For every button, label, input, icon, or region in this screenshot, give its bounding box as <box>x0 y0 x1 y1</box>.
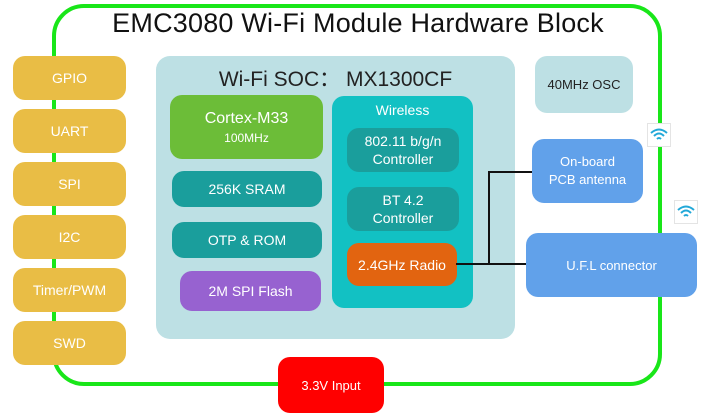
onboard-antenna-line2: PCB antenna <box>548 172 627 187</box>
interface-spi: SPI <box>13 162 126 206</box>
cpu-name: Cortex-M33 <box>204 109 289 127</box>
radio-block: 2.4GHz Radio <box>347 243 457 286</box>
wifi-controller-line2: Controller <box>372 151 434 167</box>
power-input-block: 3.3V Input <box>278 357 384 413</box>
cpu-frequency: 100MHz <box>224 130 269 145</box>
diagram-title: EMC3080 Wi-Fi Module Hardware Block <box>112 8 604 38</box>
wireless-title: Wireless <box>375 102 430 118</box>
otp-rom-block: OTP & ROM <box>172 222 322 258</box>
spi-flash-block: 2M SPI Flash <box>180 271 321 311</box>
cpu-block: Cortex-M33 100MHz <box>170 95 323 159</box>
onboard-antenna-block: On-board PCB antenna <box>532 139 643 203</box>
interface-swd: SWD <box>13 321 126 365</box>
bt-controller-line1: BT 4.2 <box>382 192 424 208</box>
wifi-signal-icon <box>674 200 698 224</box>
radio-to-antenna-wire-horizontal <box>488 171 532 173</box>
interface-timer-pwm: Timer/PWM <box>13 268 126 312</box>
sram-block: 256K SRAM <box>172 171 322 207</box>
wifi-signal-icon <box>647 123 671 147</box>
wifi-controller-block: 802.11 b/g/n Controller <box>347 128 459 172</box>
wifi-controller-line1: 802.11 b/g/n <box>364 133 442 149</box>
oscillator-block: 40MHz OSC <box>535 56 633 113</box>
bt-controller-block: BT 4.2 Controller <box>347 187 459 231</box>
radio-to-antenna-wire-vertical <box>488 171 490 265</box>
soc-title: Wi-Fi SOC： MX1300CF <box>218 68 453 91</box>
onboard-antenna-line1: On-board <box>560 154 615 169</box>
interface-uart: UART <box>13 109 126 153</box>
interface-i2c: I2C <box>13 215 126 259</box>
bt-controller-line2: Controller <box>372 210 434 226</box>
ufl-connector-block: U.F.L connector <box>526 233 697 297</box>
radio-to-ufl-wire <box>456 263 526 265</box>
interface-gpio: GPIO <box>13 56 126 100</box>
